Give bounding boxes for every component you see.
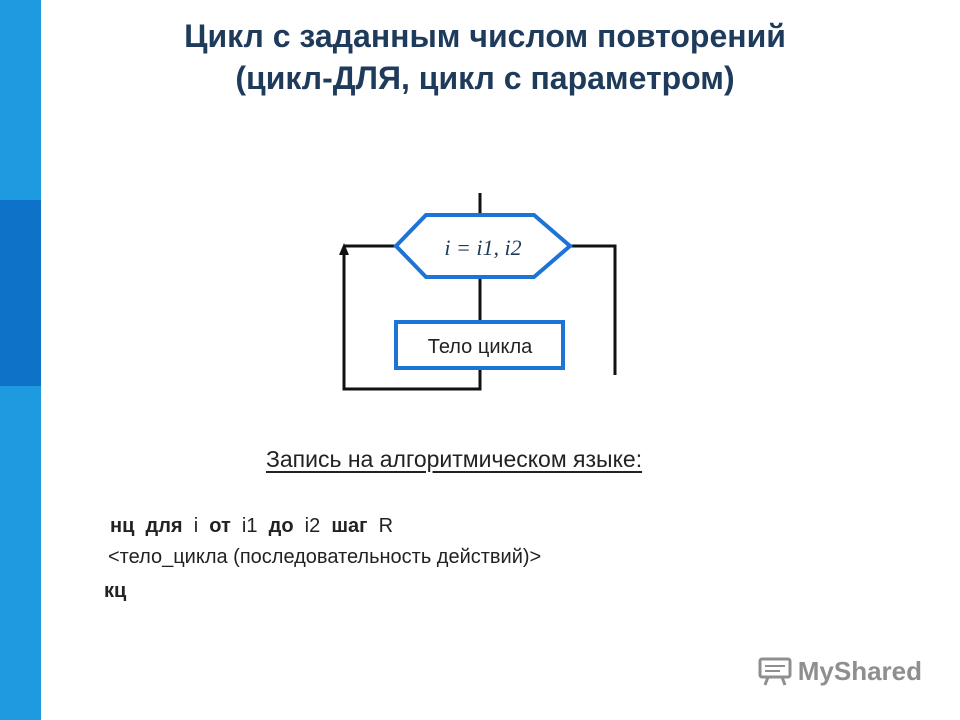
loop-header-hexagon bbox=[393, 213, 574, 279]
code-keyword-do: до bbox=[268, 515, 294, 537]
code-line-body: <тело_цикла (последовательность действий… bbox=[108, 546, 542, 568]
code-var-i: i bbox=[193, 515, 199, 537]
code-var-i2: i2 bbox=[304, 515, 321, 537]
page-title-line1: Цикл с заданным числом повторений bbox=[184, 18, 786, 54]
code-keyword-nc: нц bbox=[110, 515, 135, 537]
page-title-line2: (цикл-ДЛЯ, цикл с параметром) bbox=[235, 60, 735, 96]
algorithmic-language-caption: Запись на алгоритмическом языке: bbox=[266, 446, 643, 472]
code-line-header: нц для i от i1 до i2 шаг R bbox=[110, 515, 393, 538]
flow-line-return bbox=[342, 249, 482, 391]
left-accent-bar-top bbox=[0, 0, 41, 200]
myshared-watermark: MyShared bbox=[758, 656, 922, 687]
loop-body-text: Тело цикла bbox=[428, 336, 533, 358]
presentation-board-icon bbox=[758, 657, 792, 686]
code-var-r: R bbox=[378, 515, 394, 537]
return-arrow-head bbox=[339, 243, 349, 255]
code-keyword-dlya: для bbox=[145, 515, 183, 537]
code-keyword-ot: от bbox=[209, 515, 231, 537]
code-var-i1: i1 bbox=[241, 515, 258, 537]
loop-header-text: i = i1, i2 bbox=[444, 235, 521, 260]
watermark-text: MyShared bbox=[797, 656, 922, 686]
code-keyword-kc: кц bbox=[104, 580, 127, 602]
code-keyword-shag: шаг bbox=[331, 515, 368, 537]
flow-line-exit bbox=[570, 244, 617, 375]
loop-flowchart: i = i1, i2 Тело цикла bbox=[339, 193, 617, 391]
left-accent-bar-middle bbox=[0, 200, 41, 386]
loop-body-box bbox=[394, 320, 565, 370]
code-line-end: кц bbox=[104, 580, 126, 603]
left-accent-bar-bottom bbox=[0, 386, 41, 720]
